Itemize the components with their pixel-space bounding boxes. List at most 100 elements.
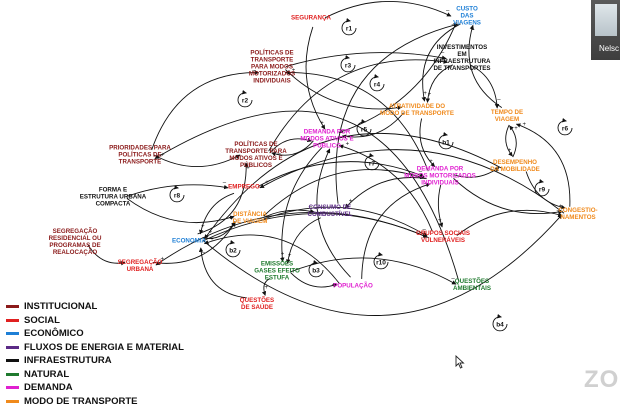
loop-label: r1 — [346, 26, 353, 33]
polarity-mark: + — [292, 68, 296, 74]
loop-label: r5 — [361, 127, 368, 134]
polarity-mark: + — [559, 204, 563, 210]
node-segregacao-res: SEGREGAÇÃO RESIDENCIAL OU PROGRAMAS DE R… — [48, 228, 102, 256]
polarity-mark: + — [332, 283, 336, 289]
polarity-mark: – — [345, 128, 349, 134]
polarity-mark: + — [288, 253, 292, 259]
link-dem_motor-to-consumo — [344, 177, 427, 209]
node-pol-ativos: POLÍTICAS DE TRANSPORTE PARA MODOS ATIVO… — [225, 141, 287, 169]
legend-item-institucional: INSTITUCIONAL — [6, 300, 206, 314]
participant-name: Nelsc — [599, 44, 620, 53]
node-populacao: POPULAÇÃO — [333, 282, 373, 290]
loop-marker-r6: r6 — [557, 117, 573, 136]
link-invest-to-tempo — [470, 64, 500, 109]
link-prioridades-to-pol_ativos — [153, 154, 241, 168]
loop-arrow-icon — [341, 17, 357, 36]
link-seguranca-to-custo — [324, 0, 452, 19]
mouse-cursor-icon — [455, 355, 465, 369]
polarity-mark: + — [320, 121, 324, 127]
link-grupos-to-dem_ativos — [338, 144, 433, 232]
loop-arrow-icon — [369, 73, 385, 92]
legend-item-infraestrutura: INFRAESTRUTURA — [6, 354, 206, 368]
node-segregacao-urb: SEGREGAÇÃO URBANA — [117, 259, 163, 273]
loop-arrow-icon — [308, 259, 324, 278]
node-pol-motor: POLÍTICAS DE TRANSPORTE PARA MODOS MOTOR… — [248, 49, 296, 85]
loop-marker-r7: r7 — [364, 152, 380, 171]
loop-arrow-icon — [225, 239, 241, 258]
polarity-mark: + — [349, 199, 353, 205]
link-seguranca-to-dem_ativos — [305, 26, 326, 130]
loop-marker-b4: b4 — [492, 313, 508, 332]
link-segregacao_res-to-segregacao_urb — [87, 244, 126, 266]
link-congest-to-emprego — [259, 149, 565, 214]
link-emprego-to-economia — [198, 192, 235, 235]
loop-marker-r8: r8 — [169, 184, 185, 203]
polarity-mark: – — [471, 27, 475, 33]
node-desempenho: DESEMPENHO DA MOBILIDADE — [490, 159, 540, 173]
link-invest-to-atratividade — [425, 64, 454, 103]
polarity-mark: – — [348, 134, 352, 140]
link-desempenho-to-economia — [204, 132, 502, 240]
loop-label: r7 — [369, 161, 376, 168]
link-pol_ativos-to-dem_ativos — [269, 137, 312, 154]
loop-arrow-icon — [438, 131, 454, 150]
link-dem_motor-to-desempenho — [453, 166, 500, 178]
link-congest-to-tempo — [515, 123, 571, 207]
polarity-mark: – — [419, 169, 423, 175]
polarity-mark: + — [423, 91, 427, 97]
legend-item-social: SOCIAL — [6, 314, 206, 328]
link-atratividade-to-dem_motor — [419, 118, 436, 167]
link-distancia-to-dem_motor — [263, 169, 425, 217]
legend-label: ECONÔMICO — [24, 328, 84, 340]
loop-marker-b3: b3 — [308, 259, 324, 278]
loop-label: r6 — [562, 126, 569, 133]
polarity-mark: – — [441, 51, 445, 57]
polarity-mark: + — [232, 224, 236, 230]
polarity-mark: – — [497, 98, 501, 104]
loop-label: b4 — [496, 322, 504, 329]
polarity-mark: – — [452, 22, 456, 28]
link-emissoes-to-questoes_saude — [261, 278, 270, 296]
node-economia: ECONOMIA — [171, 237, 207, 245]
node-dem-motor: DEMANDA POR MODOS MOTORIZADOS INDIVIDUAI… — [404, 165, 476, 187]
link-dem_motor-to-grupos — [437, 184, 444, 228]
link-dem_motor-to-pol_motor — [284, 70, 429, 172]
polarity-mark: + — [429, 159, 433, 165]
polarity-mark: + — [119, 261, 123, 267]
node-consumo: CONSUMO DE COMBUSTÍVEL — [307, 204, 353, 218]
node-atratividade: ATRATIVIDADE DO MODO DE TRANSPORTE — [380, 103, 454, 117]
polarity-mark: + — [235, 155, 239, 161]
link-distancia-to-grupos — [263, 206, 428, 237]
polarity-mark: + — [281, 252, 285, 258]
polarity-mark: – — [327, 150, 331, 156]
legend-item-modo: MODO DE TRANSPORTE — [6, 395, 206, 409]
node-prioridades: PRIORIDADES PARA POLÍTICAS DE TRANSPORTE — [109, 144, 171, 166]
link-populacao-to-dem_ativos — [316, 148, 351, 278]
polarity-mark: – — [446, 8, 450, 14]
link-grupos-to-congest — [456, 209, 563, 236]
link-tempo-to-desempenho — [505, 124, 513, 157]
polarity-mark: – — [557, 209, 561, 215]
polarity-mark: – — [419, 171, 423, 177]
node-emprego: EMPREGO — [228, 183, 260, 191]
loop-marker-r9: r9 — [534, 178, 550, 197]
legend-swatch — [6, 345, 19, 349]
polarity-mark: – — [422, 228, 426, 234]
link-economia-to-pol_ativos — [197, 162, 249, 235]
link-desempenho-to-tempo — [509, 125, 517, 158]
link-questoes_amb-to-prioridades — [154, 110, 460, 282]
link-populacao-to-dem_motor — [361, 182, 431, 279]
polarity-mark: + — [514, 126, 518, 132]
polarity-mark: – — [202, 250, 206, 256]
polarity-mark: + — [508, 148, 512, 154]
polarity-mark: + — [495, 168, 499, 174]
link-pol_ativos-to-invest — [268, 59, 448, 152]
loop-label: b3 — [312, 268, 320, 275]
legend-label: INSTITUCIONAL — [24, 301, 98, 313]
node-distancia: DISTÂNCIA DE VIAGEM — [232, 211, 268, 225]
link-dem_motor-to-congest — [453, 178, 564, 215]
participant-video-thumbnail[interactable] — [591, 0, 620, 60]
link-segregacao_urb-to-distancia — [152, 221, 236, 264]
legend-label: FLUXOS DE ENERGIA E MATERIAL — [24, 341, 184, 353]
